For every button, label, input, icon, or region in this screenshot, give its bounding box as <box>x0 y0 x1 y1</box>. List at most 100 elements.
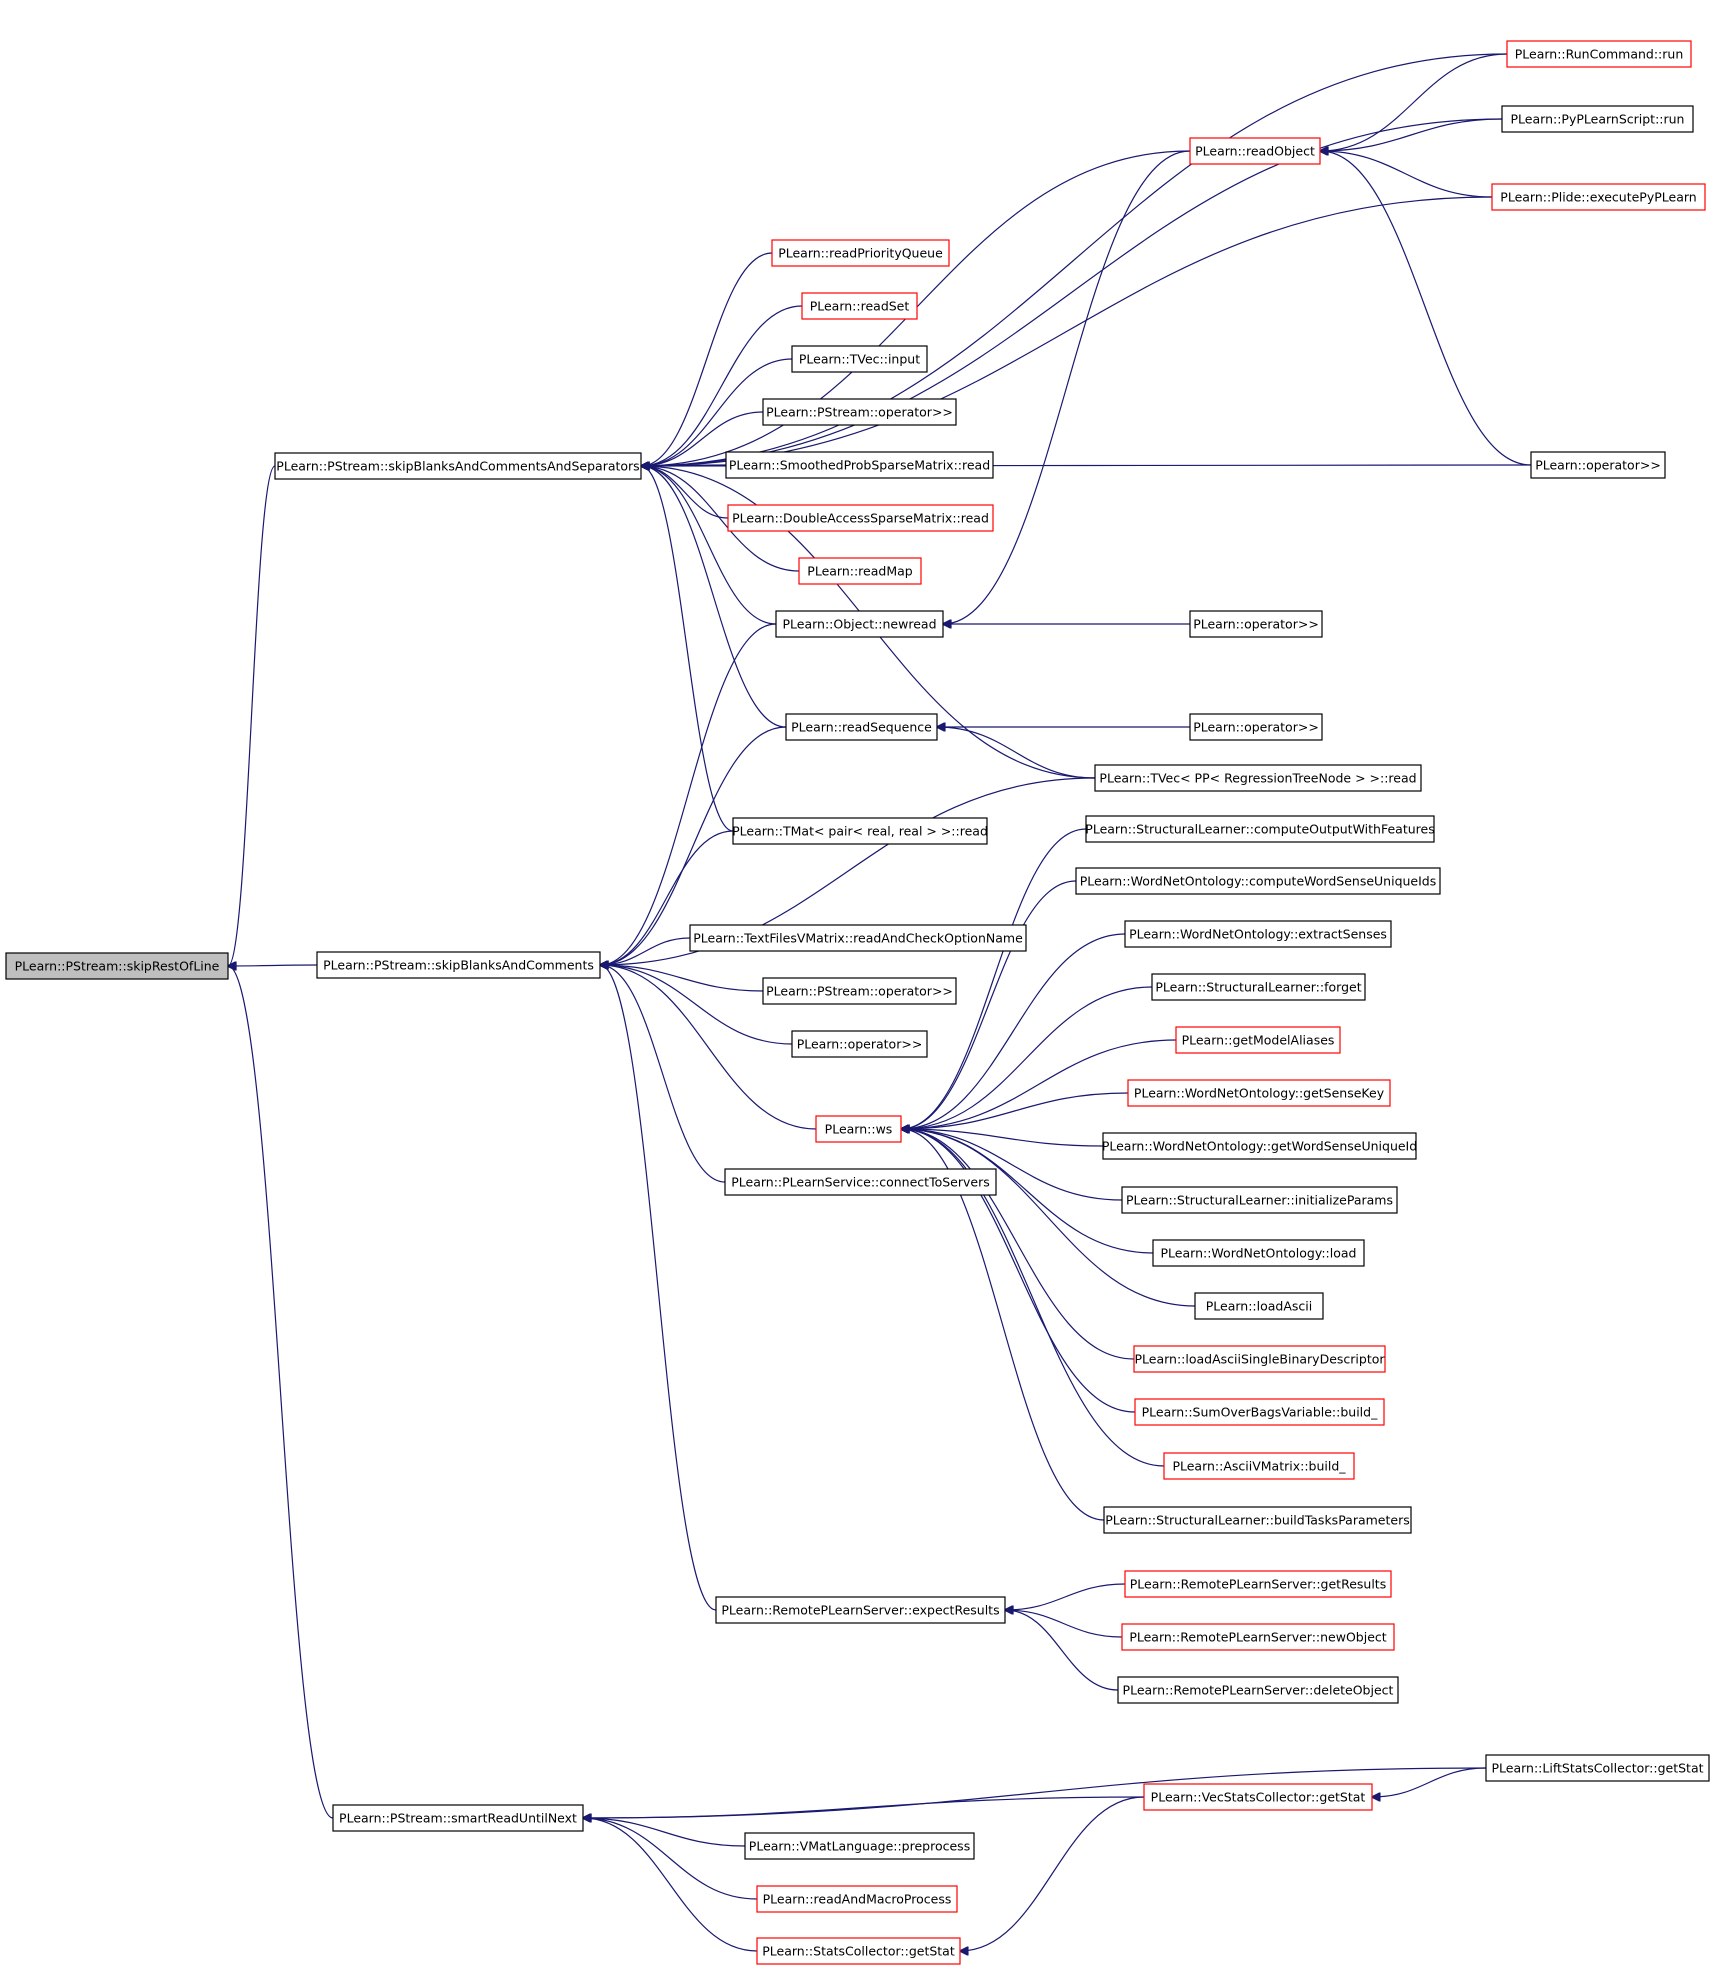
node-psop1[interactable]: PLearn::PStream::operator>> <box>762 398 957 426</box>
node-rpsExpect[interactable]: PLearn::RemotePLearnServer::expectResult… <box>715 1596 1006 1624</box>
node-label: PLearn::PStream::smartReadUntilNext <box>339 1811 577 1826</box>
edge-loadAscii-to-ws <box>901 1129 1196 1307</box>
node-label: PLearn::TextFilesVMatrix::readAndCheckOp… <box>693 931 1023 946</box>
edge-loadAsciiSingle-to-ws <box>901 1129 1135 1360</box>
node-opRight[interactable]: PLearn::operator>> <box>1530 451 1666 479</box>
node-slforget[interactable]: PLearn::StructuralLearner::forget <box>1151 973 1366 1001</box>
node-dasm[interactable]: PLearn::DoubleAccessSparseMatrix::read <box>727 504 994 532</box>
node-runcmd[interactable]: PLearn::RunCommand::run <box>1506 40 1692 68</box>
node-pyscript[interactable]: PLearn::PyPLearnScript::run <box>1501 105 1694 133</box>
node-slbuild[interactable]: PLearn::StructuralLearner::buildTasksPar… <box>1103 1506 1412 1534</box>
node-textfiles[interactable]: PLearn::TextFilesVMatrix::readAndCheckOp… <box>689 924 1027 952</box>
node-box <box>1175 1026 1341 1054</box>
node-rpq[interactable]: PLearn::readPriorityQueue <box>771 239 950 267</box>
node-label: PLearn::PStream::skipRestOfLine <box>15 959 220 974</box>
node-label: PLearn::WordNetOntology::load <box>1161 1246 1357 1261</box>
node-wnsense[interactable]: PLearn::WordNetOntology::getSenseKey <box>1127 1079 1391 1107</box>
node-tvecpp[interactable]: PLearn::TVec< PP< RegressionTreeNode > >… <box>1094 764 1422 792</box>
node-tvecinput[interactable]: PLearn::TVec::input <box>791 345 928 373</box>
node-box <box>1189 137 1321 165</box>
node-opNewread[interactable]: PLearn::operator>> <box>1189 610 1323 638</box>
node-sumover[interactable]: PLearn::SumOverBagsVariable::build_ <box>1134 1398 1385 1426</box>
node-srun[interactable]: PLearn::PStream::smartReadUntilNext <box>332 1804 584 1832</box>
node-box <box>785 713 938 741</box>
node-box <box>762 977 957 1005</box>
node-wnextract[interactable]: PLearn::WordNetOntology::extractSenses <box>1124 920 1392 948</box>
edge-readSeq-to-sbc <box>600 726 787 965</box>
node-loadAsciiSingle[interactable]: PLearn::loadAsciiSingleBinaryDescriptor <box>1133 1345 1386 1373</box>
node-box <box>775 610 944 638</box>
edge-opRight-to-readObject <box>1320 151 1532 466</box>
node-statsGet[interactable]: PLearn::StatsCollector::getStat <box>756 1937 961 1965</box>
edge-opSbc-to-sbc <box>600 965 793 1045</box>
node-label: PLearn::loadAscii <box>1206 1299 1313 1314</box>
node-box <box>1189 713 1323 741</box>
edge-vecstats-to-srun <box>583 1796 1145 1818</box>
node-label: PLearn::readPriorityQueue <box>778 246 943 261</box>
node-slinit[interactable]: PLearn::StructuralLearner::initializePar… <box>1121 1186 1398 1214</box>
node-slcompute[interactable]: PLearn::StructuralLearner::computeOutput… <box>1085 815 1435 843</box>
node-box <box>1102 1132 1417 1160</box>
edge-asciivm-to-ws <box>901 1129 1165 1467</box>
node-box <box>1506 40 1692 68</box>
node-skipRestOfLine[interactable]: PLearn::PStream::skipRestOfLine <box>5 952 229 980</box>
node-label: PLearn::PStream::skipBlanksAndComments <box>323 958 594 973</box>
node-loadAscii[interactable]: PLearn::loadAscii <box>1194 1292 1324 1320</box>
node-label: PLearn::readMap <box>807 564 912 579</box>
edge-rpq-to-sbcs <box>641 252 773 466</box>
node-readSet[interactable]: PLearn::readSet <box>801 292 918 320</box>
node-label: PLearn::PyPLearnScript::run <box>1511 112 1685 127</box>
node-getModel[interactable]: PLearn::getModelAliases <box>1175 1026 1341 1054</box>
node-rpsDelete[interactable]: PLearn::RemotePLearnServer::deleteObject <box>1117 1676 1399 1704</box>
node-wncompute[interactable]: PLearn::WordNetOntology::computeWordSens… <box>1075 867 1441 895</box>
edge-textfiles-to-sbc <box>600 937 691 965</box>
node-vecstats[interactable]: PLearn::VecStatsCollector::getStat <box>1143 1783 1373 1811</box>
node-psop2[interactable]: PLearn::PStream::operator>> <box>762 977 957 1005</box>
node-box <box>1485 1754 1710 1782</box>
node-label: PLearn::StructuralLearner::computeOutput… <box>1085 822 1434 837</box>
node-box <box>1133 1345 1386 1373</box>
node-opSeq[interactable]: PLearn::operator>> <box>1189 713 1323 741</box>
edge-ws-to-sbc <box>600 965 817 1130</box>
node-smoothed[interactable]: PLearn::SmoothedProbSparseMatrix::read <box>725 451 994 479</box>
node-label: PLearn::readSet <box>810 299 910 314</box>
node-tmat[interactable]: PLearn::TMat< pair< real, real > >::read <box>732 817 988 845</box>
node-plservice[interactable]: PLearn::PLearnService::connectToServers <box>724 1168 997 1196</box>
node-readMap[interactable]: PLearn::readMap <box>798 557 922 585</box>
node-wnunique[interactable]: PLearn::WordNetOntology::getWordSenseUni… <box>1102 1132 1417 1160</box>
nodes-layer: PLearn::PStream::skipRestOfLinePLearn::P… <box>5 40 1710 1965</box>
edge-slcompute-to-ws <box>901 828 1087 1129</box>
node-box <box>5 952 229 980</box>
node-readMacro[interactable]: PLearn::readAndMacroProcess <box>756 1885 958 1913</box>
edge-tmat-to-sbcs <box>641 466 734 832</box>
node-vmatlang[interactable]: PLearn::VMatLanguage::preprocess <box>744 1832 975 1860</box>
node-box <box>756 1885 958 1913</box>
node-label: PLearn::WordNetOntology::computeWordSens… <box>1080 874 1437 889</box>
node-readSeq[interactable]: PLearn::readSequence <box>785 713 938 741</box>
node-plide[interactable]: PLearn::Plide::executePyPLearn <box>1491 183 1706 211</box>
node-label: PLearn::readSequence <box>791 720 932 735</box>
edge-psop2-to-sbc <box>600 965 764 992</box>
node-box <box>1085 815 1435 843</box>
node-rpsGet[interactable]: PLearn::RemotePLearnServer::getResults <box>1124 1570 1392 1598</box>
edge-rpsGet-to-rpsExpect <box>1005 1583 1126 1610</box>
node-newread[interactable]: PLearn::Object::newread <box>775 610 944 638</box>
node-rpsNew[interactable]: PLearn::RemotePLearnServer::newObject <box>1121 1623 1395 1651</box>
edge-lift-to-vecstats <box>1372 1767 1487 1797</box>
node-lift[interactable]: PLearn::LiftStatsCollector::getStat <box>1485 1754 1710 1782</box>
node-wnload[interactable]: PLearn::WordNetOntology::load <box>1152 1239 1365 1267</box>
node-sbcs[interactable]: PLearn::PStream::skipBlanksAndCommentsAn… <box>274 452 642 480</box>
node-label: PLearn::StructuralLearner::forget <box>1155 980 1361 995</box>
node-sbc[interactable]: PLearn::PStream::skipBlanksAndComments <box>316 951 601 979</box>
edge-rpsDelete-to-rpsExpect <box>1005 1610 1119 1691</box>
node-ws[interactable]: PLearn::ws <box>815 1115 902 1143</box>
node-asciivm[interactable]: PLearn::AsciiVMatrix::build_ <box>1163 1452 1355 1480</box>
node-opSbc[interactable]: PLearn::operator>> <box>791 1030 928 1058</box>
edge-readObject-to-newread <box>943 150 1191 624</box>
node-readObject[interactable]: PLearn::readObject <box>1189 137 1321 165</box>
node-label: PLearn::operator>> <box>1535 458 1661 473</box>
node-label: PLearn::readObject <box>1195 144 1315 159</box>
node-label: PLearn::DoubleAccessSparseMatrix::read <box>732 511 989 526</box>
node-label: PLearn::RemotePLearnServer::newObject <box>1129 1630 1386 1645</box>
node-box <box>316 951 601 979</box>
